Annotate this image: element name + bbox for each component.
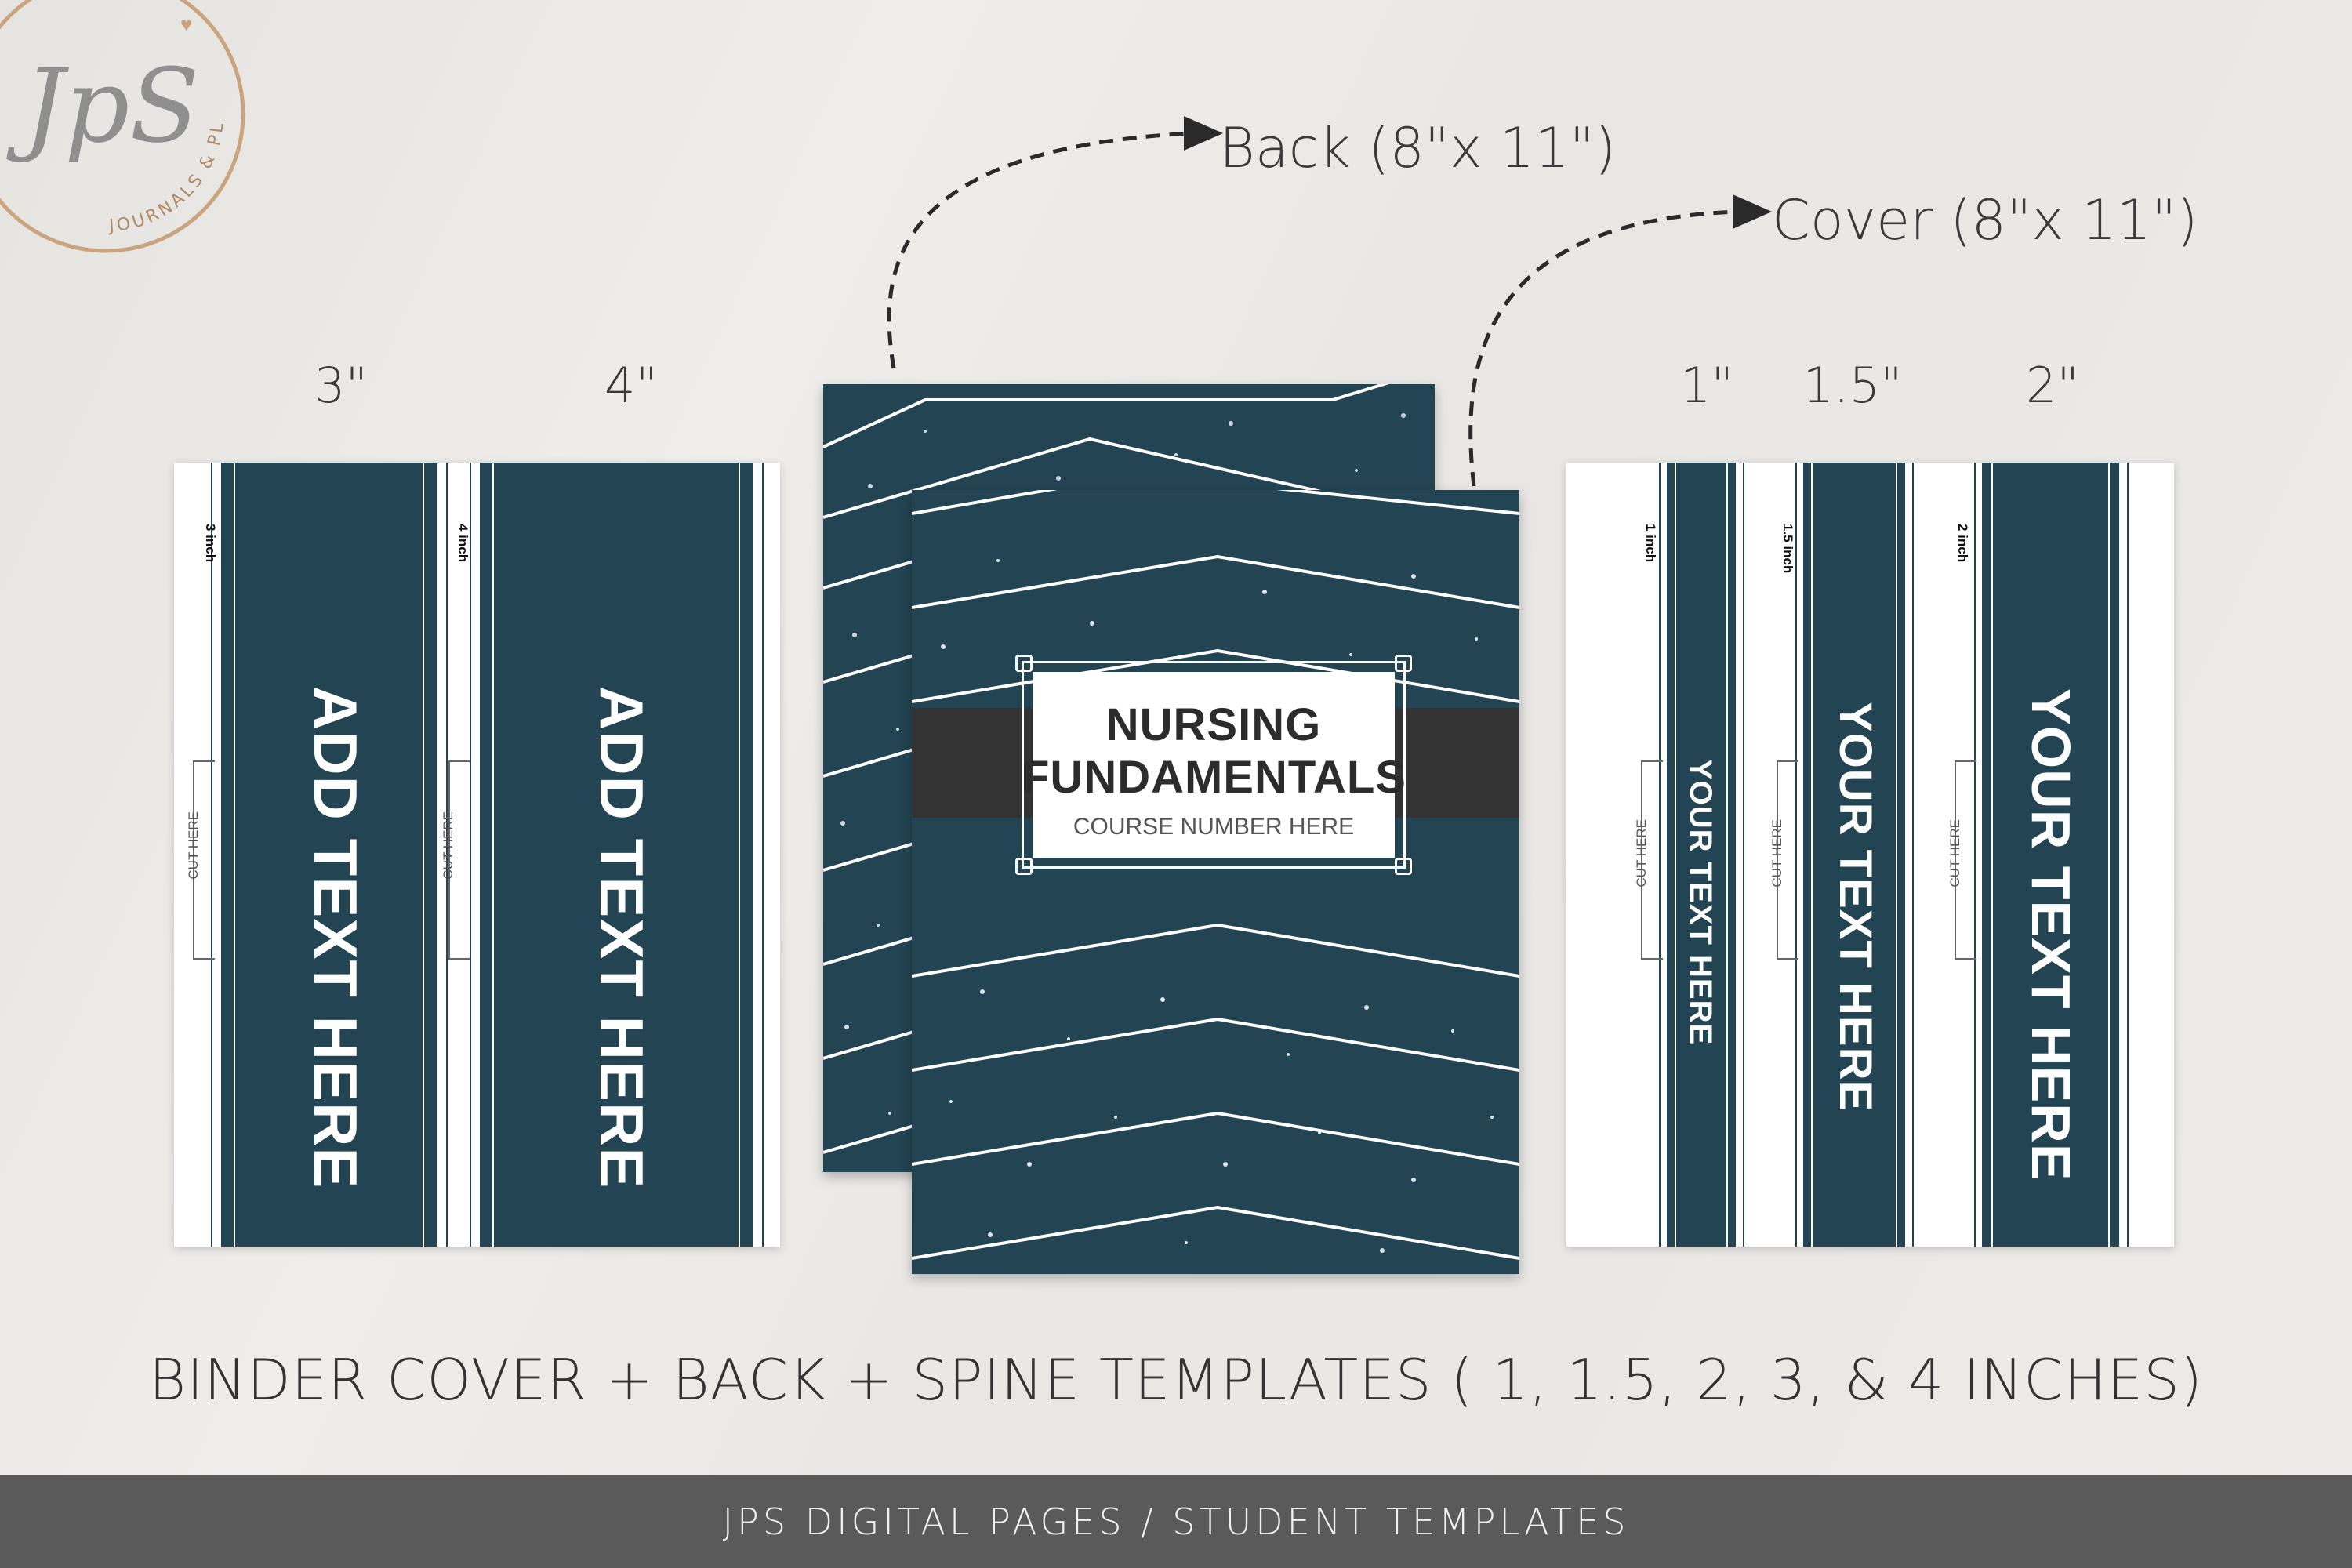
cut-bracket (1955, 760, 1976, 960)
cover-title-line1[interactable]: NURSING (1105, 699, 1322, 750)
spine-1-tab: 1 inch (1643, 524, 1658, 563)
size-label-1: 1" (1680, 357, 1733, 414)
cut-here-label: CUT HERE (1769, 819, 1784, 887)
cut-bracket (448, 760, 470, 960)
cut-bracket (1777, 760, 1798, 960)
cover-label-frame: NURSING FUNDAMENTALS COURSE NUMBER HERE (1015, 655, 1412, 875)
product-caption: BINDER COVER + BACK + SPINE TEMPLATES ( … (149, 1347, 2203, 1413)
svg-text:♥: ♥ (180, 13, 192, 36)
arrow-head-back (1184, 116, 1223, 151)
front-cover-page: NURSING FUNDAMENTALS COURSE NUMBER HERE (912, 490, 1519, 1274)
spine-4-tab: 4 inch (456, 524, 470, 563)
spine-4-text[interactable]: ADD TEXT HERE (587, 686, 656, 1189)
spine-3-text[interactable]: ADD TEXT HERE (301, 686, 370, 1189)
size-label-2: 2" (2026, 357, 2079, 414)
spine-1-inch (1667, 463, 1736, 1247)
arrow-graphics (887, 116, 1772, 487)
spine-1-5-inch (1803, 463, 1905, 1247)
size-label-3: 3" (314, 357, 368, 414)
spine-panel-small: 1 inch CUT HERE YOUR TEXT HERE 1.5 inch … (1566, 463, 2174, 1247)
brand-logo: JpS JOURNALS & PLANNERS ♥ (0, 0, 259, 282)
spine-1-5-text[interactable]: YOUR TEXT HERE (1830, 702, 1881, 1112)
footer-bar (0, 1475, 2352, 1568)
back-size-label: Back (8"x 11") (1219, 116, 1617, 180)
cover-title-line2[interactable]: FUNDAMENTALS (1022, 752, 1406, 803)
cover-subtitle[interactable]: COURSE NUMBER HERE (1073, 814, 1355, 840)
footer-text: JPS DIGITAL PAGES / STUDENT TEMPLATES (722, 1501, 1630, 1543)
spine-3-inch (221, 463, 437, 1247)
spine-2-inch (1982, 463, 2119, 1247)
cut-here-label: CUT HERE (186, 811, 201, 880)
logo-monogram: JpS (6, 46, 199, 165)
size-label-4: 4" (604, 357, 658, 414)
spine-1-text[interactable]: YOUR TEXT HERE (1683, 759, 1718, 1046)
spine-4-inch (480, 463, 753, 1247)
spine-2-tab: 2 inch (1955, 524, 1970, 563)
spine-1-5-tab: 1.5 inch (1780, 524, 1795, 574)
cover-size-label: Cover (8"x 11") (1772, 188, 2198, 252)
cut-bracket (193, 760, 215, 960)
size-label-1-5: 1.5" (1802, 357, 1903, 414)
spine-3-tab: 3 inch (203, 524, 218, 563)
cut-here-label: CUT HERE (441, 811, 456, 880)
spine-2-text[interactable]: YOUR TEXT HERE (2020, 688, 2082, 1181)
cut-here-label: CUT HERE (1947, 819, 1962, 887)
cut-bracket (1641, 760, 1663, 960)
spine-panel-large: 3 inch CUT HERE ADD TEXT HERE 4 inch CUT… (174, 463, 780, 1247)
cut-here-label: CUT HERE (1634, 819, 1649, 887)
arrow-head-cover (1733, 194, 1772, 229)
